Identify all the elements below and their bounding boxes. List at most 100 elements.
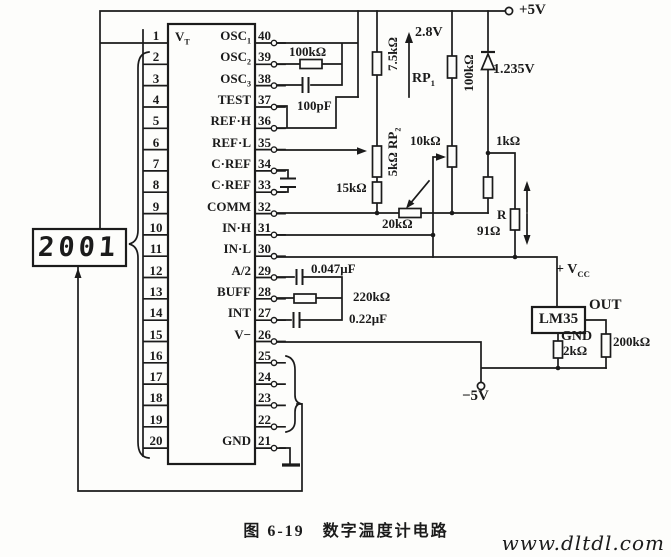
pin-number: 1	[152, 28, 160, 43]
wire-cref	[271, 169, 289, 193]
arrow-91r-up-head	[523, 181, 531, 191]
arrow-display-head	[74, 268, 82, 278]
arrow-2v8-head	[405, 32, 413, 43]
resistor-200k	[600, 333, 612, 358]
label-vref-1v235: 1.235V	[493, 62, 535, 77]
wire-ref-branch	[487, 10, 516, 258]
pin-number: 11	[149, 241, 163, 257]
label-resistor-7k5: 7.5kΩ	[385, 37, 400, 71]
label-capacitor-022uf: 0.22μF	[349, 311, 388, 326]
ic-pin-label: INT	[227, 305, 251, 321]
wire-display-loop	[77, 266, 303, 492]
wire-inl-rail	[271, 256, 558, 308]
pin-number: 40	[258, 28, 271, 43]
pin-number: 21	[258, 433, 271, 449]
arrow-91r-down-head	[523, 235, 531, 245]
label-minus5v: −5V	[462, 388, 489, 404]
pin-number: 36	[258, 113, 271, 129]
resistor-91r	[509, 208, 521, 231]
label-capacitor-047uf: 0.047μF	[311, 261, 356, 276]
label-resistor-100k-ref: 100kΩ	[461, 54, 476, 92]
label-resistor-91r: 91Ω	[477, 223, 501, 238]
ic-pin-label: BUFF	[217, 283, 251, 299]
ic-pin-label: REF·L	[211, 134, 251, 150]
ic-body	[166, 22, 257, 466]
resistor-15k	[371, 181, 383, 204]
resistor-2k	[552, 340, 564, 359]
arrow-rp2-wiper-head	[357, 147, 367, 155]
arrow-diag-head	[406, 199, 415, 209]
label-out: OUT	[589, 297, 622, 313]
pin-number: 39	[258, 49, 271, 65]
wire-gnd21	[279, 447, 291, 464]
right-pin-circles	[270, 39, 278, 452]
ic-pin-label: C·REF	[211, 155, 251, 171]
capacitor-cref	[280, 177, 296, 188]
capacitor-100pf	[301, 77, 310, 93]
pin-number: 22	[258, 411, 271, 427]
label-capacitor-100pf: 100pF	[297, 98, 332, 113]
pin-number: 15	[149, 326, 163, 342]
pin-number: 18	[149, 390, 163, 406]
display-box	[31, 227, 128, 268]
pin-number: 30	[258, 241, 271, 257]
pin-number: 27	[258, 305, 271, 321]
label-resistor-15k: 15kΩ	[336, 180, 367, 195]
pin-number: 17	[149, 369, 163, 385]
ic-pin-label: C·REF	[211, 177, 251, 193]
label-2v8: 2.8V	[415, 25, 443, 40]
pin-number: 34	[258, 155, 271, 171]
pin-number: 9	[152, 198, 160, 214]
label-resistor-10k: 10kΩ	[410, 133, 441, 148]
label-resistor-100k-osc: 100kΩ	[289, 44, 327, 59]
pin-number: 35	[258, 134, 271, 150]
resistor-220k	[293, 293, 317, 304]
wire-vminus	[271, 341, 607, 383]
ic-pin-label: OSC1	[220, 28, 251, 46]
seven-segment-display: 2001	[36, 232, 121, 263]
label-resistor-r: R	[497, 207, 507, 222]
resistor-20k	[398, 207, 422, 219]
label-lm35: LM35	[538, 311, 579, 327]
label-resistor-220k: 220kΩ	[353, 289, 391, 304]
resistor-rp2-5k	[371, 145, 383, 178]
pin-number: 16	[149, 347, 163, 363]
resistor-1k	[482, 176, 494, 199]
wire-lm35	[557, 319, 607, 369]
pin-number: 25	[258, 347, 271, 363]
label-vcc: + VCC	[556, 262, 590, 279]
pin-number: 28	[258, 283, 271, 299]
capacitor-047uf	[295, 269, 304, 285]
resistor-100k-ref	[446, 55, 458, 79]
pins22-25-brace	[284, 354, 303, 434]
lm35-box	[530, 305, 587, 335]
pin-number: 29	[258, 262, 271, 278]
wire-inh	[271, 156, 444, 258]
label-plus5v: +5V	[519, 2, 546, 18]
wire-test-refh	[271, 96, 359, 129]
pin-number: 4	[152, 92, 160, 107]
ic-pin-label: IN·H	[222, 219, 251, 235]
ic-pin-label: TEST	[217, 92, 251, 107]
ic-pin-label: IN·L	[223, 241, 251, 257]
label-resistor-200k: 200kΩ	[613, 334, 651, 349]
watermark: www.dltdl.com	[501, 531, 665, 555]
pin-number: 2	[152, 49, 160, 65]
left-pins-brace	[128, 51, 150, 459]
label-rp2: 5kΩ RP2	[385, 127, 403, 177]
resistor-100k-osc	[299, 58, 323, 70]
pin-number: 3	[152, 70, 160, 86]
pin-number: 6	[152, 134, 160, 150]
label-resistor-2k: 2kΩ	[563, 343, 588, 358]
pin-number: 14	[149, 305, 163, 321]
arrow-diag-shaft	[407, 179, 431, 207]
pin-number: 10	[149, 219, 163, 235]
pin-number: 19	[149, 411, 163, 427]
pin-number: 37	[258, 92, 271, 107]
capacitor-022uf	[292, 312, 301, 328]
pin-number: 31	[258, 219, 271, 235]
pin-number: 8	[152, 177, 160, 193]
arrow-10k-wiper-head	[436, 153, 446, 161]
pin-number: 12	[149, 262, 163, 278]
